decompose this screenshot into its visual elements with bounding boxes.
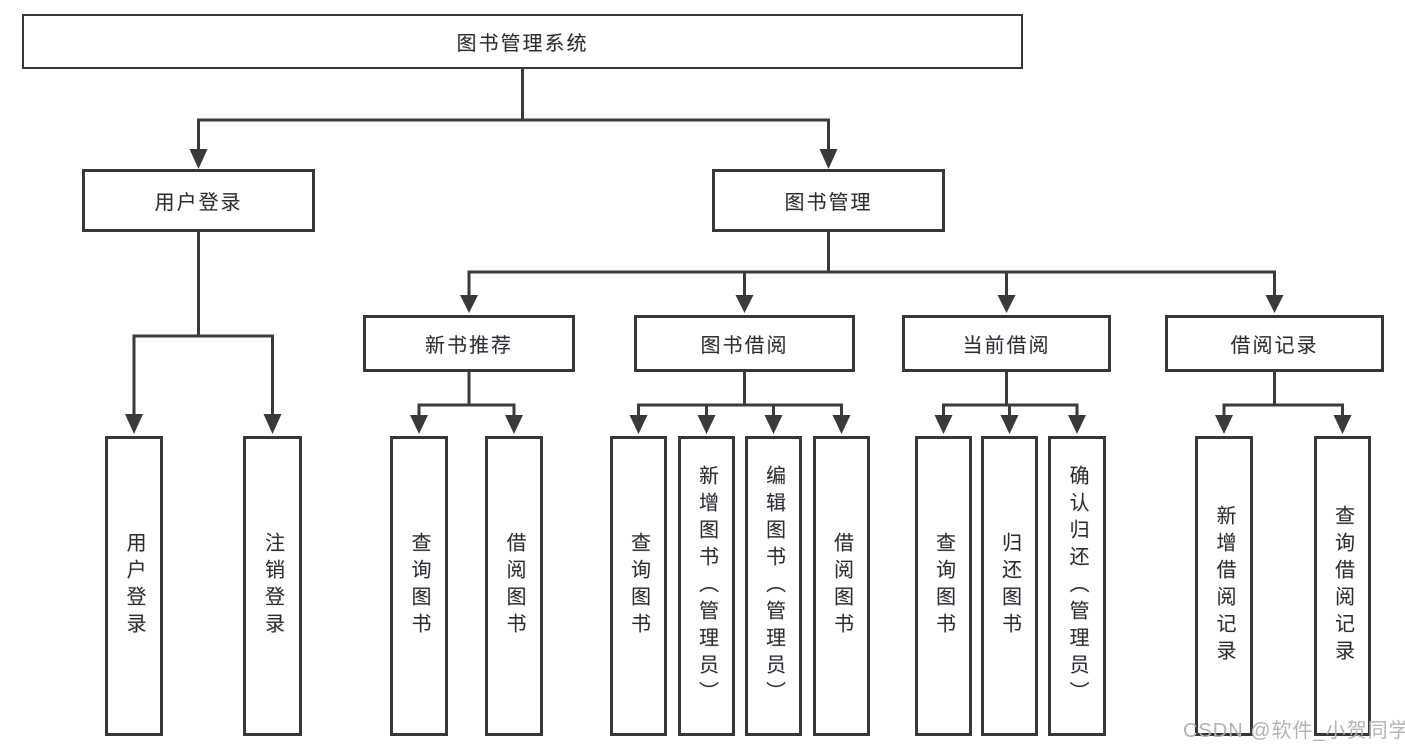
node-label: 新增图书（管理员） xyxy=(695,464,718,708)
leaf-edit-books-admin: 编辑图书（管理员） xyxy=(745,436,802,736)
node-label: 查询借阅记录 xyxy=(1331,505,1354,667)
node-user-login: 用户登录 xyxy=(82,169,315,232)
leaf-return-books: 归还图书 xyxy=(981,436,1038,736)
leaf-logout: 注销登录 xyxy=(243,436,302,736)
node-label: 编辑图书（管理员） xyxy=(762,464,785,708)
node-borrow-records: 借阅记录 xyxy=(1165,315,1384,372)
leaf-borrow-books: 借阅图书 xyxy=(813,436,870,736)
node-label: 注销登录 xyxy=(261,532,284,640)
node-current-borrow: 当前借阅 xyxy=(902,315,1111,372)
node-label: 借阅图书 xyxy=(830,532,853,640)
node-label: 图书借阅 xyxy=(700,335,789,357)
watermark: CSDN @软件_小贺同学 xyxy=(1183,720,1405,742)
node-library-system: 图书管理系统 xyxy=(22,14,1023,69)
leaf-user-login: 用户登录 xyxy=(105,436,163,736)
node-label: 用户登录 xyxy=(154,192,243,214)
node-label: 新书推荐 xyxy=(425,335,513,357)
node-new-book-recommend: 新书推荐 xyxy=(363,315,575,372)
node-label: 确认归还（管理员） xyxy=(1066,464,1088,708)
leaf-query-books-current: 查询图书 xyxy=(915,436,972,736)
leaf-query-books-recommend: 查询图书 xyxy=(390,436,448,736)
node-label: 借阅记录 xyxy=(1230,335,1319,357)
leaf-confirm-return-admin: 确认归还（管理员） xyxy=(1048,436,1106,736)
node-label: 借阅图书 xyxy=(503,532,525,640)
leaf-add-books-admin: 新增图书（管理员） xyxy=(678,436,735,736)
leaf-query-books-borrow: 查询图书 xyxy=(610,436,667,736)
node-label: 当前借阅 xyxy=(962,335,1051,357)
node-label: 归还图书 xyxy=(998,532,1021,640)
leaf-add-borrow-record: 新增借阅记录 xyxy=(1195,436,1253,736)
leaf-query-borrow-record: 查询借阅记录 xyxy=(1314,436,1371,736)
node-label: 查询图书 xyxy=(932,532,955,640)
node-label: 图书管理系统 xyxy=(456,33,589,55)
node-label: 新增借阅记录 xyxy=(1213,505,1235,667)
node-label: 查询图书 xyxy=(408,532,430,640)
node-book-management: 图书管理 xyxy=(712,169,945,232)
leaf-borrow-books-recommend: 借阅图书 xyxy=(485,436,543,736)
node-book-borrow: 图书借阅 xyxy=(634,315,855,372)
node-label: 用户登录 xyxy=(123,532,145,640)
node-label: 图书管理 xyxy=(784,192,873,214)
node-label: 查询图书 xyxy=(627,532,650,640)
